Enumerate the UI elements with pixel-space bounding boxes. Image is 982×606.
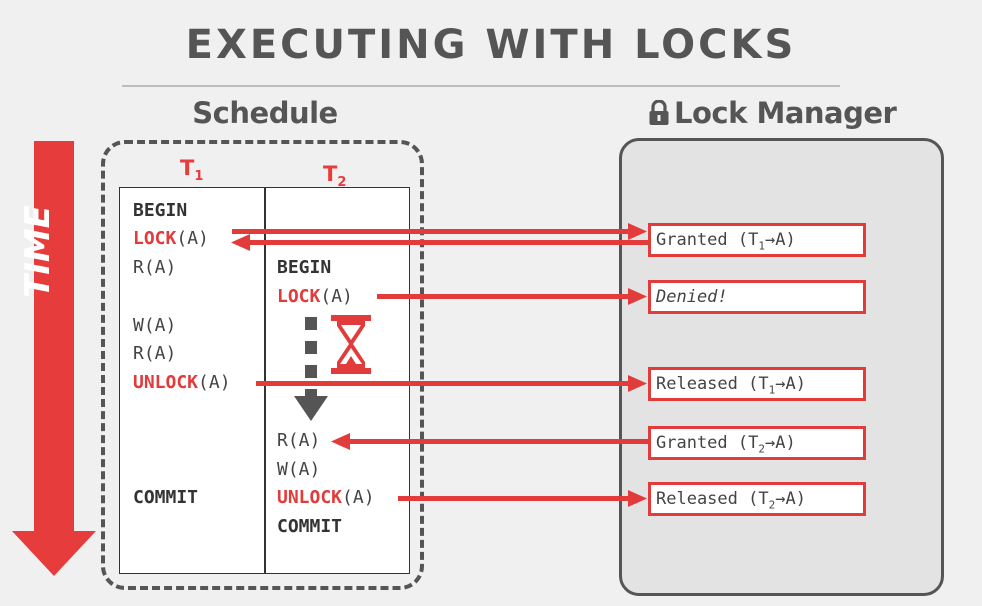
arrow-granted-t2 [331, 433, 648, 450]
t1-write: W(A) [133, 315, 177, 336]
hourglass-icon [331, 315, 371, 374]
t2-header: T2 [323, 162, 347, 191]
page-title: EXECUTING WITH LOCKS [185, 22, 797, 68]
response-denied: Denied! [648, 280, 866, 314]
t1-commit: COMMIT [133, 487, 199, 508]
arrow-granted-t1 [231, 234, 648, 251]
arrow-t2-unlock [398, 490, 647, 507]
t2-write: W(A) [277, 459, 321, 480]
response-granted-t2: Granted (T2→A) [648, 426, 866, 460]
schedule-box [101, 140, 424, 590]
column-divider [264, 187, 266, 574]
lock-manager-label: Lock Manager [674, 96, 897, 130]
arrow-t2-lock-request [377, 288, 647, 305]
response-released-t1: Released (T1→A) [648, 367, 866, 401]
lock-icon [649, 99, 669, 125]
wait-arrow [294, 317, 328, 421]
arrow-t1-lock-request [232, 223, 647, 240]
response-granted-t1: Granted (T1→A) [648, 223, 866, 257]
t1-unlock: UNLOCK(A) [133, 372, 231, 393]
t2-lock: LOCK(A) [277, 286, 353, 307]
schedule-heading: Schedule [192, 96, 338, 130]
arrow-t1-unlock [256, 375, 647, 392]
t1-begin: BEGIN [133, 200, 188, 221]
response-released-t2: Released (T2→A) [648, 482, 866, 516]
t2-commit: COMMIT [277, 516, 343, 537]
t1-read: R(A) [133, 257, 177, 278]
t1-header: T1 [180, 156, 204, 185]
time-arrow [12, 141, 96, 576]
lock-manager-heading: Lock Manager [648, 96, 898, 130]
title-divider [122, 85, 840, 87]
t1-lock: LOCK(A) [133, 228, 209, 249]
t2-read: R(A) [277, 430, 321, 451]
t2-begin: BEGIN [277, 257, 332, 278]
t2-unlock: UNLOCK(A) [277, 487, 375, 508]
t1-read-2: R(A) [133, 343, 177, 364]
